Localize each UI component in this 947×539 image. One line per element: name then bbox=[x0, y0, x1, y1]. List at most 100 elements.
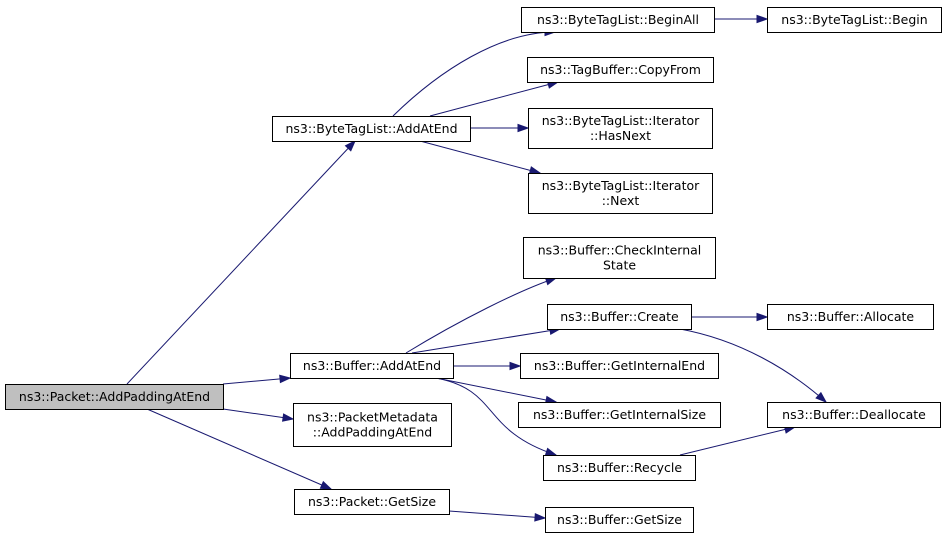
edge-line bbox=[405, 277, 557, 354]
edge-buffer_create-to-buffer_allocate bbox=[691, 312, 769, 322]
arrowhead-icon bbox=[344, 139, 357, 152]
edge-buffer_addatend-to-buffer_recycle bbox=[435, 377, 558, 456]
node-label-line: ns3::TagBuffer::CopyFrom bbox=[540, 62, 701, 77]
node-bytetaglist-begin[interactable]: ns3::ByteTagList::Begin bbox=[767, 7, 942, 33]
arrowhead-icon bbox=[282, 413, 295, 422]
arrowhead-icon bbox=[534, 512, 547, 522]
edge-line bbox=[435, 377, 557, 456]
node-box bbox=[547, 304, 692, 330]
node-box bbox=[294, 489, 450, 515]
arrowhead-icon bbox=[756, 312, 769, 322]
node-box bbox=[521, 7, 715, 33]
node-label-line: ::AddPaddingAtEnd bbox=[313, 425, 432, 440]
node-box bbox=[545, 507, 694, 533]
node-buffer-allocate[interactable]: ns3::Buffer::Allocate bbox=[767, 304, 934, 330]
node-box bbox=[523, 237, 716, 279]
node-packetmetadata-addpaddingatend[interactable]: ns3::PacketMetadata::AddPaddingAtEnd bbox=[293, 403, 452, 447]
node-label-line: ns3::ByteTagList::Begin bbox=[781, 12, 927, 27]
arrowhead-icon bbox=[319, 480, 333, 490]
node-buffer-addatend[interactable]: ns3::Buffer::AddAtEnd bbox=[290, 353, 454, 379]
node-box bbox=[767, 402, 941, 428]
arrowhead-icon bbox=[544, 447, 558, 456]
node-bytetaglist-addatend[interactable]: ns3::ByteTagList::AddAtEnd bbox=[272, 116, 471, 142]
node-label-line: ns3::ByteTagList::BeginAll bbox=[537, 12, 699, 27]
node-label-line: ns3::PacketMetadata bbox=[307, 410, 438, 425]
node-label-line: ns3::ByteTagList::Iterator bbox=[542, 178, 700, 193]
arrowhead-icon bbox=[528, 166, 542, 175]
node-buffer-getinternalend[interactable]: ns3::Buffer::GetInternalEnd bbox=[520, 353, 719, 379]
node-label-line: ns3::ByteTagList::Iterator bbox=[542, 113, 700, 128]
node-box bbox=[293, 403, 452, 447]
edge-packet_addpaddingatend-to-buffer_addatend bbox=[222, 374, 292, 385]
node-buffer-deallocate[interactable]: ns3::Buffer::Deallocate bbox=[767, 402, 941, 428]
edge-line bbox=[679, 328, 827, 403]
edge-line bbox=[435, 377, 557, 403]
node-label-line: ns3::Buffer::GetInternalSize bbox=[533, 407, 706, 422]
node-bytetaglist-beginall[interactable]: ns3::ByteTagList::BeginAll bbox=[521, 7, 715, 33]
node-box bbox=[5, 384, 224, 410]
node-label-line: ns3::Buffer::GetInternalEnd bbox=[534, 358, 705, 373]
edge-buffer_addatend-to-buffer_getinternalsize bbox=[435, 377, 558, 405]
node-label-line: ns3::Buffer::Allocate bbox=[787, 309, 915, 324]
edge-bytetaglist_addatend-to-iterator_hasnext bbox=[470, 123, 530, 133]
node-box bbox=[767, 304, 934, 330]
edge-line bbox=[222, 377, 291, 385]
edge-buffer_addatend-to-buffer_create bbox=[411, 326, 562, 354]
node-buffer-recycle[interactable]: ns3::Buffer::Recycle bbox=[543, 455, 696, 481]
node-packet-getsize[interactable]: ns3::Packet::GetSize bbox=[294, 489, 450, 515]
node-label-line: ns3::Packet::AddPaddingAtEnd bbox=[19, 389, 210, 404]
edge-line bbox=[146, 408, 332, 490]
node-label-line: State bbox=[603, 258, 636, 273]
node-box bbox=[518, 402, 721, 428]
node-tagbuffer-copyfrom[interactable]: ns3::TagBuffer::CopyFrom bbox=[527, 57, 714, 83]
arrowhead-icon bbox=[517, 123, 530, 133]
node-buffer-getinternalsize[interactable]: ns3::Buffer::GetInternalSize bbox=[518, 402, 721, 428]
edge-buffer_create-to-buffer_deallocate bbox=[679, 328, 828, 403]
arrowhead-icon bbox=[509, 361, 522, 371]
node-label-line: ::Next bbox=[602, 193, 640, 208]
edge-line bbox=[419, 140, 541, 174]
edge-line bbox=[679, 426, 796, 456]
edge-bytetaglist_beginall-to-bytetaglist_begin bbox=[714, 14, 769, 24]
node-box bbox=[767, 7, 942, 33]
node-label-line: ns3::Packet::GetSize bbox=[308, 494, 436, 509]
node-iterator-hasnext[interactable]: ns3::ByteTagList::Iterator::HasNext bbox=[528, 108, 713, 149]
node-packet-addpaddingatend[interactable]: ns3::Packet::AddPaddingAtEnd bbox=[5, 384, 224, 410]
node-box bbox=[272, 116, 471, 142]
node-box bbox=[528, 173, 713, 214]
arrowhead-icon bbox=[279, 374, 292, 384]
node-label-line: ns3::Buffer::Create bbox=[560, 309, 679, 324]
edge-packet_addpaddingatend-to-bytetaglist_addatend bbox=[126, 139, 357, 385]
edge-line bbox=[448, 510, 546, 519]
edge-bytetaglist_addatend-to-iterator_next bbox=[419, 140, 542, 175]
node-label-line: ns3::Buffer::Deallocate bbox=[782, 407, 926, 422]
edge-buffer_recycle-to-buffer_deallocate bbox=[679, 425, 797, 456]
node-label-line: ns3::Buffer::GetSize bbox=[557, 512, 682, 527]
arrowhead-icon bbox=[815, 391, 828, 403]
node-box bbox=[290, 353, 454, 379]
node-label-line: ns3::Buffer::Recycle bbox=[557, 460, 682, 475]
edge-packet_addpaddingatend-to-packetmetadata_addpaddingatend bbox=[222, 408, 295, 422]
edges-layer bbox=[126, 14, 828, 522]
node-box bbox=[527, 57, 714, 83]
edge-line bbox=[411, 328, 561, 354]
node-label-line: ns3::ByteTagList::AddAtEnd bbox=[286, 121, 458, 136]
edge-buffer_addatend-to-buffer_getinternalend bbox=[453, 361, 522, 371]
node-buffer-getsize[interactable]: ns3::Buffer::GetSize bbox=[545, 507, 694, 533]
node-buffer-create[interactable]: ns3::Buffer::Create bbox=[547, 304, 692, 330]
edge-line bbox=[392, 31, 556, 117]
node-label-line: ns3::Buffer::CheckInternal bbox=[538, 243, 702, 258]
arrowhead-icon bbox=[756, 14, 769, 24]
node-box bbox=[543, 455, 696, 481]
node-label-line: ns3::Buffer::AddAtEnd bbox=[303, 358, 441, 373]
node-box bbox=[520, 353, 719, 379]
node-label-line: ::HasNext bbox=[590, 128, 651, 143]
node-box bbox=[528, 108, 713, 149]
nodes-layer: ns3::Packet::AddPaddingAtEnd ns3::ByteTag… bbox=[5, 7, 942, 533]
edge-line bbox=[429, 81, 559, 117]
node-iterator-next[interactable]: ns3::ByteTagList::Iterator::Next bbox=[528, 173, 713, 214]
edge-packet_addpaddingatend-to-packet_getsize bbox=[146, 408, 333, 490]
edge-line bbox=[126, 140, 356, 385]
